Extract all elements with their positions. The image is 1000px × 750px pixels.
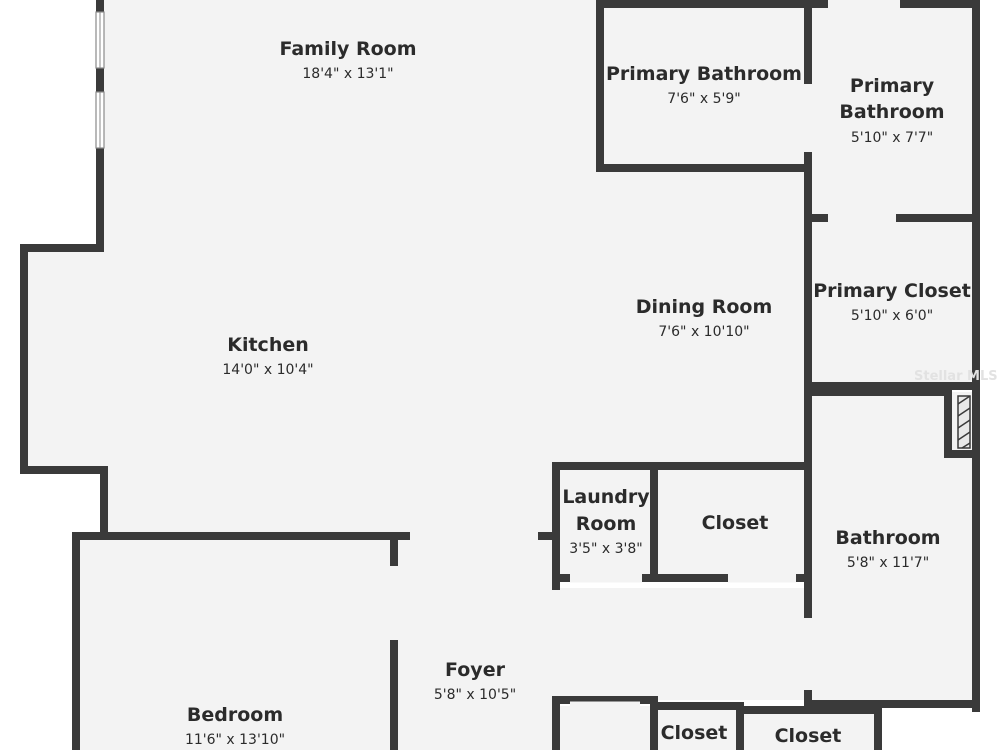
label-bedroom: Bedroom — [187, 704, 283, 726]
label-closet-b: Closet — [661, 722, 728, 744]
hatched-chase — [957, 395, 971, 449]
dim-bathroom: 5'8" x 11'7" — [847, 555, 929, 571]
label-foyer: Foyer — [445, 659, 506, 681]
label-closet-a: Closet — [702, 512, 769, 534]
label-primary-bathroom-b-line1: Primary — [850, 75, 935, 97]
label-dining-room: Dining Room — [636, 296, 773, 318]
dim-family-room: 18'4" x 13'1" — [302, 66, 393, 82]
dim-foyer: 5'8" x 10'5" — [434, 687, 516, 703]
label-kitchen: Kitchen — [227, 334, 309, 356]
dim-bedroom: 11'6" x 13'10" — [185, 732, 285, 748]
label-primary-bathroom-b-line2: Bathroom — [839, 101, 944, 123]
dim-kitchen: 14'0" x 10'4" — [222, 362, 313, 378]
label-primary-closet: Primary Closet — [813, 280, 971, 302]
dim-primary-closet: 5'10" x 6'0" — [851, 308, 933, 324]
label-bathroom: Bathroom — [835, 527, 940, 549]
windows — [95, 11, 105, 149]
label-laundry-room-line2: Room — [576, 513, 637, 535]
room-labels: Family Room 18'4" x 13'1" Kitchen 14'0" … — [185, 38, 971, 748]
dim-laundry-room: 3'5" x 3'8" — [569, 541, 642, 557]
dim-primary-bathroom-b: 5'10" x 7'7" — [851, 130, 933, 146]
label-laundry-room-line1: Laundry — [562, 486, 650, 508]
floor-area — [24, 0, 976, 750]
label-closet-c: Closet — [775, 725, 842, 747]
label-family-room: Family Room — [279, 38, 416, 60]
dim-primary-bathroom-a: 7'6" x 5'9" — [667, 91, 740, 107]
label-primary-bathroom-a: Primary Bathroom — [606, 63, 802, 85]
dim-dining-room: 7'6" x 10'10" — [658, 324, 749, 340]
watermark: Stellar MLS — [914, 369, 998, 384]
openings — [389, 0, 900, 711]
